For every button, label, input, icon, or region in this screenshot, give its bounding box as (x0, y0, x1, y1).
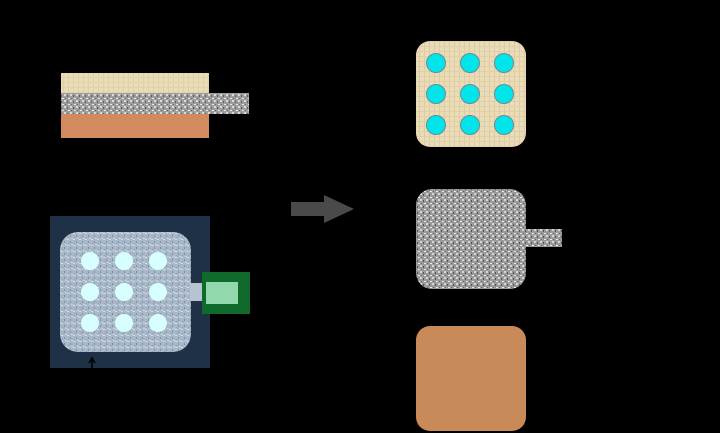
assembly-hole (81, 283, 99, 301)
copper-layer (61, 114, 209, 138)
perforated-hole-grid (426, 53, 514, 135)
perforation-hole (460, 115, 480, 135)
perforation-hole (426, 115, 446, 135)
assembly-hole (81, 252, 99, 270)
assembly-top-view (49, 215, 254, 370)
copper-plate (416, 326, 526, 431)
perforation-hole (460, 84, 480, 104)
assembly-hole (81, 314, 99, 332)
layer-stack-svg (61, 73, 249, 138)
perforation-hole (494, 53, 514, 73)
component-bottom-layer-copper (414, 324, 528, 432)
perforation-hole (494, 84, 514, 104)
assembly-hole-grid (81, 252, 167, 332)
assembly-hole (149, 283, 167, 301)
layer-stack-cross-section (58, 70, 258, 144)
cream-layer (61, 73, 209, 93)
granite-layer (61, 93, 249, 114)
component-middle-layer-granite (414, 187, 566, 291)
connector-slot (206, 282, 238, 304)
assembly-hole (115, 252, 133, 270)
up-arrow-icon (88, 356, 96, 368)
perforation-hole (426, 84, 446, 104)
granite-tab (524, 229, 562, 247)
perforation-hole (494, 115, 514, 135)
perforation-hole (460, 53, 480, 73)
assembly-svg (50, 216, 250, 368)
granite-plate (416, 189, 526, 289)
component-top-layer-perforated (414, 39, 528, 149)
assembly-hole (149, 252, 167, 270)
assembly-hole (149, 314, 167, 332)
perforation-hole (426, 53, 446, 73)
assembly-hole (115, 314, 133, 332)
right-arrow-icon (290, 193, 356, 225)
assembly-hole (115, 283, 133, 301)
